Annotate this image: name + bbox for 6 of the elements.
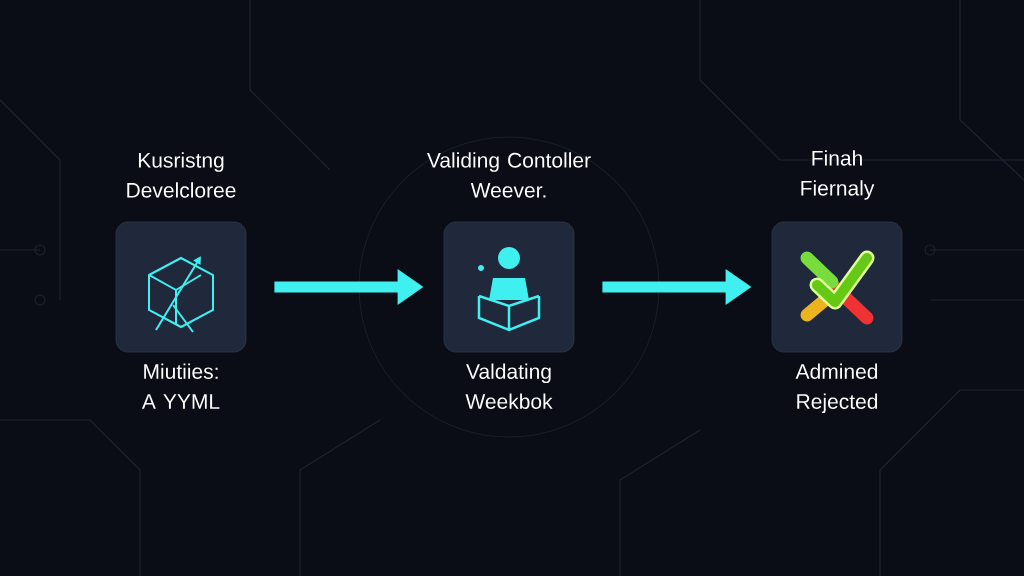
heading: Validing Contoller Weever. (427, 152, 591, 198)
heading: Finah Fiernaly (801, 150, 875, 200)
node-label: Admined Rejected (795, 363, 878, 414)
heading: Kusristng Develcloree (127, 152, 236, 198)
node-label: Valdating Weekbok (465, 363, 553, 409)
node-label: Miutiies: A YYML (141, 363, 220, 409)
